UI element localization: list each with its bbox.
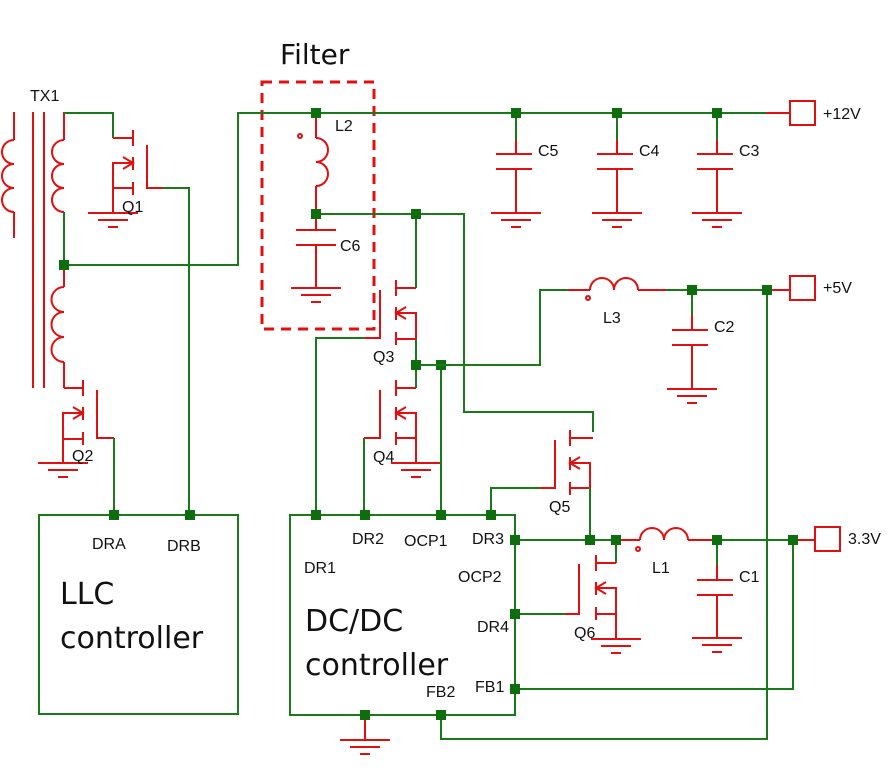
wire-fb2: [440, 295, 768, 740]
transistor-q4: Q4: [363, 370, 442, 515]
svg-text:L3: L3: [603, 310, 621, 327]
svg-text:DR4: DR4: [477, 619, 509, 636]
wire-sw-5v: [421, 289, 568, 366]
inductor-l2: L2: [297, 108, 353, 214]
svg-text:Q5: Q5: [549, 499, 570, 516]
svg-text:LLC: LLC: [60, 577, 114, 612]
wire-fb1: [515, 545, 794, 690]
svg-text:Q1: Q1: [122, 199, 143, 216]
port-12v: +12V: [766, 100, 861, 126]
filter-title: Filter: [280, 38, 350, 71]
transformer-tx1: TX1: [1, 88, 65, 388]
svg-text:DRA: DRA: [92, 536, 126, 553]
capacitor-c4: C4: [591, 108, 660, 228]
llc-controller: DRA DRB LLC controller: [38, 510, 239, 715]
svg-text:DR3: DR3: [472, 531, 504, 548]
svg-text:C6: C6: [340, 238, 361, 255]
capacitor-c2: C2: [666, 285, 735, 404]
svg-text:DR1: DR1: [304, 560, 336, 577]
svg-text:3.3V: 3.3V: [848, 531, 881, 548]
svg-text:DC/DC: DC/DC: [305, 604, 403, 639]
svg-text:Q6: Q6: [574, 625, 595, 642]
svg-text:Q4: Q4: [373, 449, 394, 466]
svg-text:DRB: DRB: [167, 538, 201, 555]
dcdc-controller: DR2 OCP1 DR3 DR1 OCP2 DR4 FB1 FB2 DC/DC …: [289, 510, 520, 755]
svg-text:OCP2: OCP2: [458, 569, 502, 586]
svg-text:FB1: FB1: [475, 679, 504, 696]
svg-text:L1: L1: [652, 560, 670, 577]
svg-text:C3: C3: [739, 143, 760, 160]
capacitor-c1: C1: [691, 535, 760, 653]
wire-filter-out: [321, 213, 594, 432]
svg-text:C2: C2: [714, 319, 735, 336]
transistor-q1: Q1: [64, 112, 190, 515]
wire-12v-bus: [64, 112, 790, 266]
svg-text:L2: L2: [335, 118, 353, 135]
filter-box: [260, 80, 376, 331]
svg-text:DR2: DR2: [352, 531, 384, 548]
svg-text:controller: controller: [60, 621, 204, 656]
transistor-q6: Q6: [515, 545, 642, 654]
svg-text:FB2: FB2: [426, 684, 455, 701]
svg-text:OCP1: OCP1: [404, 533, 448, 550]
svg-text:C1: C1: [739, 569, 760, 586]
capacitor-c6: C6: [290, 209, 361, 303]
svg-text:+5V: +5V: [823, 280, 852, 297]
transistor-q5: Q5: [490, 430, 593, 540]
svg-text:controller: controller: [305, 648, 449, 683]
inductor-l3: L3: [568, 277, 666, 327]
svg-text:C4: C4: [639, 143, 660, 160]
svg-text:+12V: +12V: [823, 106, 861, 123]
svg-text:C5: C5: [538, 143, 559, 160]
capacitor-c5: C5: [490, 108, 559, 228]
transistor-q2: Q2: [37, 380, 115, 515]
port-3v3: 3.3V: [798, 526, 881, 552]
svg-text:Q2: Q2: [72, 448, 93, 465]
capacitor-c3: C3: [691, 108, 760, 228]
inductor-l1: L1: [621, 527, 712, 577]
port-5v: +5V: [772, 275, 852, 301]
transistor-q3: Q3: [315, 219, 417, 515]
svg-text:TX1: TX1: [30, 88, 59, 105]
svg-text:Q3: Q3: [373, 349, 394, 366]
